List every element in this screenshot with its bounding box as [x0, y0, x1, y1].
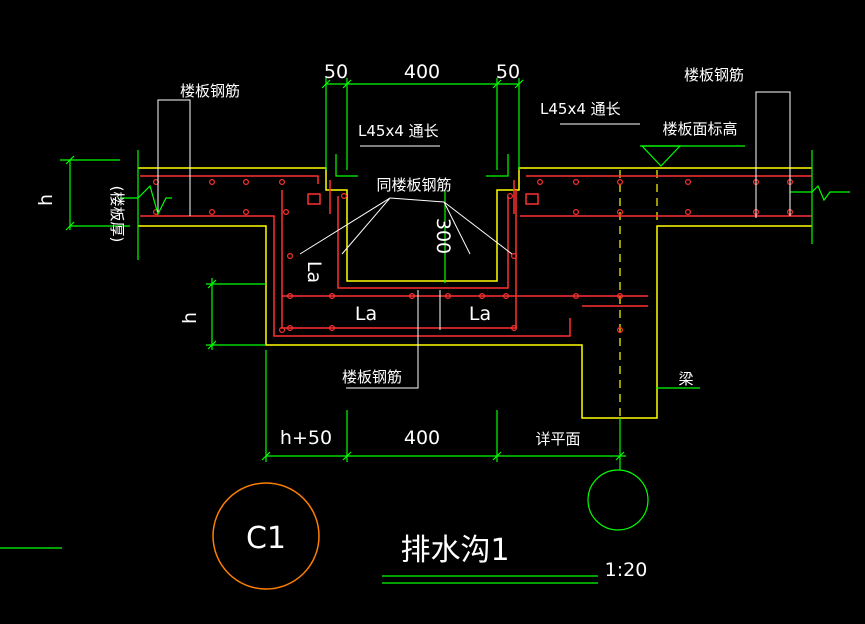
label-slab-top-elevation: 楼板面标高 — [662, 120, 737, 138]
rebar-dot — [503, 293, 510, 300]
dim-bottom-left: h+50 — [280, 427, 332, 449]
rebar-dot — [684, 209, 691, 216]
dim-depth: 300 — [432, 218, 454, 254]
dim-bottom-right: 详平面 — [535, 430, 580, 448]
rebar-dot — [243, 209, 250, 216]
rebar-dot — [572, 209, 579, 216]
rebar-dot — [616, 327, 623, 334]
rebar-dot — [329, 293, 336, 300]
label-slab-rebar-top-left: 楼板钢筋 — [180, 82, 240, 100]
rebar-dot — [511, 253, 518, 260]
rebar-dot — [616, 179, 623, 186]
rebar-dot — [287, 253, 294, 260]
label-slab-rebar-bottom: 楼板钢筋 — [342, 368, 402, 386]
rebar-dot — [283, 209, 290, 216]
outline-left-bottom — [138, 225, 812, 419]
label-la-2: La — [355, 303, 377, 325]
rebar-dot — [287, 325, 294, 332]
leader-lines — [157, 91, 791, 389]
rebar-dot — [341, 193, 348, 200]
outline-left-top — [138, 167, 812, 282]
label-angle-left: L45x4 通长 — [358, 122, 439, 140]
rebar-dot — [409, 293, 416, 300]
label-slab-rebar-top-right: 楼板钢筋 — [684, 66, 744, 84]
rebar-dot — [684, 179, 691, 186]
dim-left-gap: 50 — [324, 61, 348, 83]
rebar-dot — [511, 325, 518, 332]
rebar-dot — [279, 179, 286, 186]
concrete-outline — [138, 167, 812, 419]
dim-left-h-top: h — [35, 194, 57, 206]
rebar-dot — [209, 209, 216, 216]
rebar-dot — [616, 209, 623, 216]
dim-right-gap: 50 — [496, 61, 520, 83]
rebar-dot — [287, 293, 294, 300]
detail-id: C1 — [246, 521, 286, 556]
label-same-slab-rebar: 同楼板钢筋 — [376, 176, 451, 194]
dimension-lines — [0, 78, 850, 584]
label-la-1: La — [303, 261, 325, 283]
rebar-dot — [243, 179, 250, 186]
dim-slab-thickness: (楼板厚) — [108, 186, 126, 243]
label-beam: 梁 — [678, 370, 693, 388]
drawing-scale: 1:20 — [605, 559, 648, 581]
rebar-dot — [479, 293, 486, 300]
rebar — [140, 175, 812, 337]
detail-circle — [212, 482, 320, 590]
rebar-dot — [507, 193, 514, 200]
rebar-dot — [329, 325, 336, 332]
beam-dashes — [619, 170, 658, 418]
rebar-dot — [572, 293, 579, 300]
rebar-dots — [153, 179, 793, 334]
rebar-dot — [616, 293, 623, 300]
dim-channel-width: 400 — [404, 61, 440, 83]
label-la-3: La — [469, 303, 491, 325]
rebar-dot — [445, 293, 452, 300]
rebar-dot — [536, 179, 543, 186]
dim-bottom-width: 400 — [404, 427, 440, 449]
drawing-title: 排水沟1 — [400, 533, 509, 568]
rebar-dot — [209, 179, 216, 186]
dim-left-h-mid: h — [179, 312, 201, 324]
label-angle-right: L45x4 通长 — [540, 100, 621, 118]
rebar-dot — [572, 179, 579, 186]
rebar-dot — [279, 327, 286, 334]
